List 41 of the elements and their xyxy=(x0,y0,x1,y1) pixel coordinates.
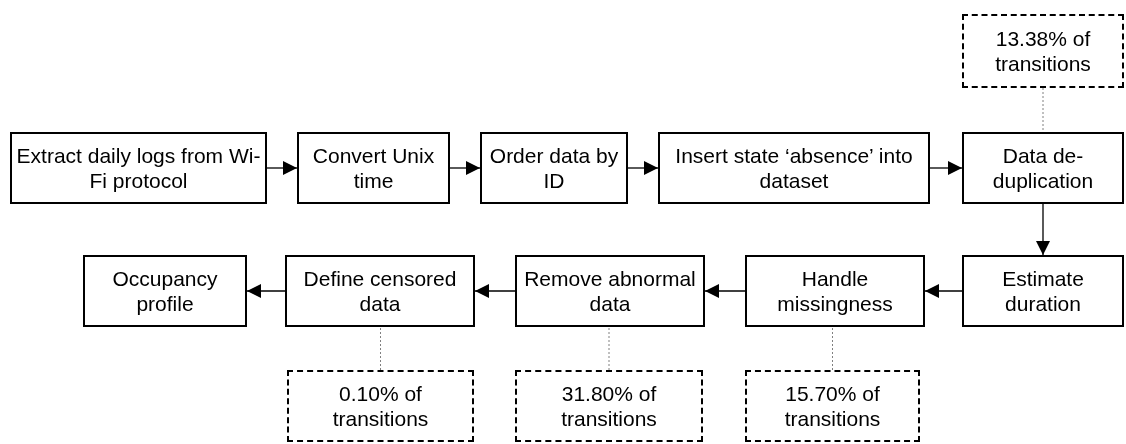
leader-line xyxy=(380,326,381,371)
box-label: Insert state ‘absence’ into dataset xyxy=(674,142,914,194)
box-label: Occupancy profile xyxy=(111,265,219,317)
annotation-box xyxy=(962,14,1124,88)
leader-line xyxy=(1042,87,1044,133)
arrow xyxy=(266,161,298,175)
process-box xyxy=(745,255,925,327)
annotation-box xyxy=(287,370,474,442)
box-label: 13.38% of transitions xyxy=(994,25,1092,77)
process-box xyxy=(297,132,450,204)
leader-line xyxy=(832,326,833,371)
box-label: Convert Unix time xyxy=(311,142,436,194)
annotation-box xyxy=(745,370,920,442)
box-label: Remove abnormal data xyxy=(523,265,697,317)
arrow xyxy=(246,284,286,298)
box-label: Data de-duplication xyxy=(991,142,1095,194)
box-label: Order data by ID xyxy=(488,142,620,194)
arrow xyxy=(929,161,963,175)
box-label: 15.70% of transitions xyxy=(783,380,882,432)
box-label: Handle missingness xyxy=(776,265,894,317)
process-box xyxy=(515,255,705,327)
box-label: 0.10% of transitions xyxy=(331,380,430,432)
box-label: Define censored data xyxy=(302,265,458,317)
process-box xyxy=(83,255,247,327)
process-box xyxy=(285,255,475,327)
leader-line xyxy=(608,326,610,371)
arrow xyxy=(924,284,963,298)
box-label: 31.80% of transitions xyxy=(560,380,658,432)
process-box xyxy=(10,132,267,204)
arrow xyxy=(474,284,516,298)
box-label: Extract daily logs from Wi-Fi protocol xyxy=(16,142,261,194)
process-box xyxy=(658,132,930,204)
arrow xyxy=(449,161,481,175)
arrow xyxy=(1036,203,1050,256)
process-box xyxy=(962,255,1124,327)
box-label: Estimate duration xyxy=(1001,265,1085,317)
process-box xyxy=(480,132,628,204)
process-box xyxy=(962,132,1124,204)
arrow xyxy=(704,284,746,298)
annotation-box xyxy=(515,370,703,442)
arrow xyxy=(627,161,659,175)
